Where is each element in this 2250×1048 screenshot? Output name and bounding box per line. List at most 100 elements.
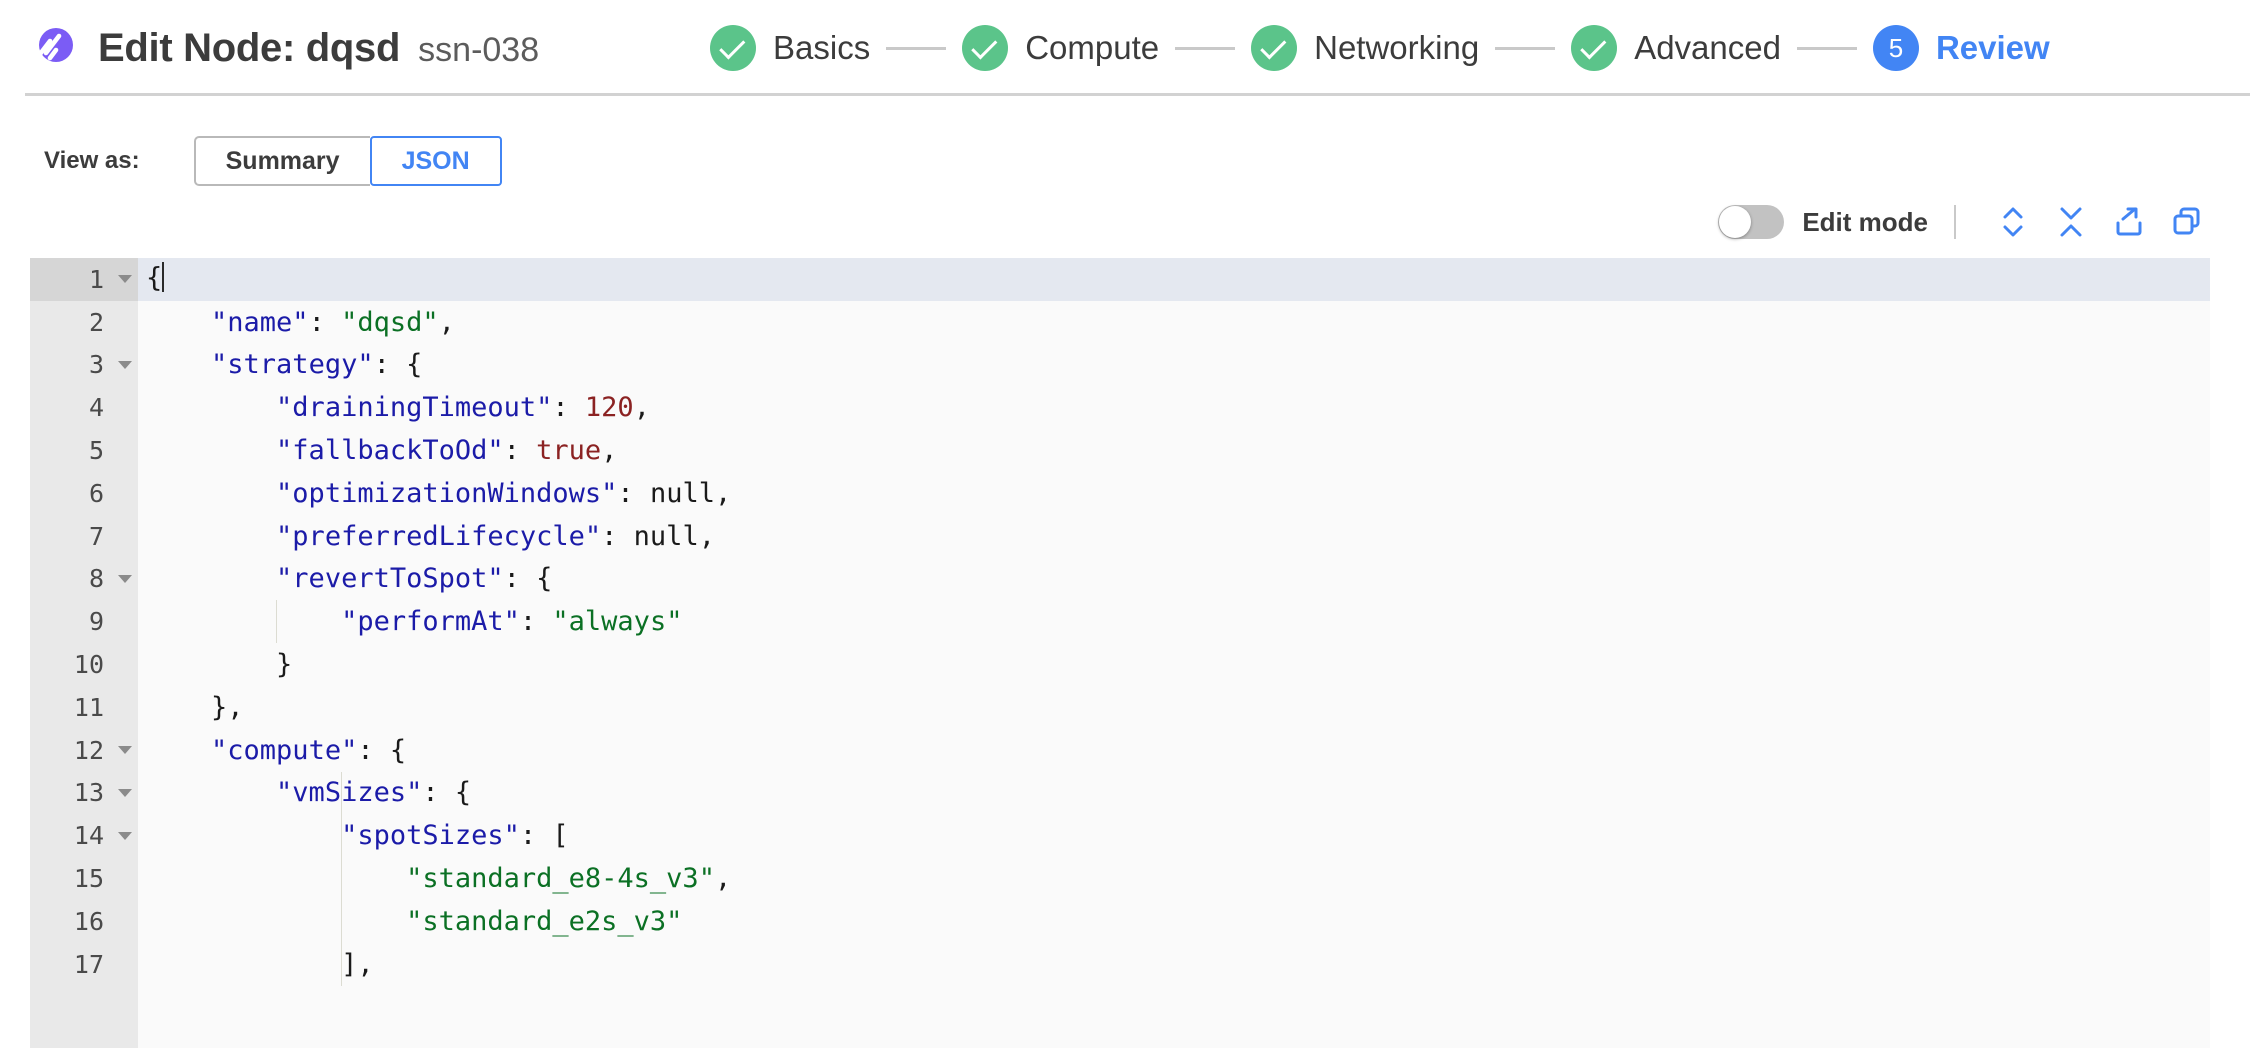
editor-line-number: 14 — [30, 814, 138, 857]
fold-toggle-icon[interactable] — [112, 360, 138, 369]
line-number-text: 15 — [73, 864, 104, 894]
editor-code-line[interactable]: "strategy": { — [138, 344, 2210, 387]
step-compute-circle — [962, 25, 1009, 71]
editor-code-line[interactable]: "compute": { — [138, 729, 2210, 772]
json-token-key: "fallbackToOd" — [276, 435, 504, 467]
step-connector — [1175, 46, 1236, 50]
json-token-punc: , — [438, 306, 455, 338]
editor-code-line[interactable]: "spotSizes": [ — [138, 814, 2210, 857]
json-token-punc: : — [519, 606, 553, 638]
json-token-num: 120 — [584, 392, 634, 424]
editor-code-line[interactable]: "preferredLifecycle": null, — [138, 515, 2210, 558]
editor-code-text: "standard_e8-4s_v3", — [146, 865, 731, 892]
fold-toggle-icon[interactable] — [112, 574, 138, 583]
check-icon — [1260, 32, 1287, 59]
editor-code-text: "standard_e2s_v3" — [146, 908, 682, 935]
step-compute[interactable]: Compute — [962, 25, 1159, 71]
editor-line-number: 12 — [30, 729, 138, 772]
editor-code-text: "performAt": "always" — [146, 608, 682, 635]
fold-toggle-icon[interactable] — [112, 275, 138, 284]
json-token-key: "strategy" — [211, 349, 374, 381]
editor-code-line[interactable]: "name": "dqsd", — [138, 301, 2210, 344]
editor-code-line[interactable]: }, — [138, 686, 2210, 729]
text-cursor — [162, 262, 165, 293]
step-review[interactable]: 5 Review — [1872, 25, 2050, 71]
chevron-down-icon — [118, 275, 132, 284]
json-token-punc: : { — [357, 734, 407, 766]
collapse-all-icon[interactable] — [2044, 199, 2098, 245]
editor-code-line[interactable]: "revertToSpot": { — [138, 558, 2210, 601]
editor-code-line[interactable]: ], — [138, 943, 2210, 986]
fold-toggle-icon[interactable] — [112, 746, 138, 755]
editor-code-text: "vmSizes": { — [146, 779, 471, 806]
line-number-text: 6 — [88, 478, 104, 508]
step-connector — [886, 46, 947, 50]
check-icon — [719, 32, 746, 59]
editor-line-number: 3 — [30, 344, 138, 387]
fold-toggle-icon[interactable] — [112, 788, 138, 797]
line-number-text: 13 — [73, 778, 104, 808]
line-number-text: 16 — [73, 906, 104, 936]
step-compute-label: Compute — [1025, 29, 1160, 66]
json-token-punc: : { — [373, 349, 423, 381]
wizard-stepper: Basics Compute Networking Advanced — [700, 0, 2050, 96]
editor-code-text: "fallbackToOd": true, — [146, 437, 617, 464]
editor-code-text: "preferredLifecycle": null, — [146, 523, 715, 550]
editor-code-text: { — [146, 262, 165, 294]
node-session-id: ssn-038 — [418, 30, 540, 69]
view-as-row: View as: Summary JSON — [0, 96, 2250, 186]
step-review-circle: 5 — [1872, 25, 1919, 71]
editor-line-number: 5 — [30, 429, 138, 472]
editor-code-line[interactable]: "fallbackToOd": true, — [138, 429, 2210, 472]
view-as-summary-button[interactable]: Summary — [193, 136, 370, 186]
editor-code-line[interactable]: { — [138, 258, 2210, 301]
line-number-text: 12 — [73, 735, 104, 765]
json-token-key: "optimizationWindows" — [276, 477, 618, 509]
step-review-number: 5 — [1888, 33, 1904, 63]
copy-icon[interactable] — [2160, 199, 2214, 245]
json-token-key: "compute" — [211, 734, 358, 766]
json-token-key: "performAt" — [341, 606, 520, 638]
editor-code-line[interactable]: "performAt": "always" — [138, 600, 2210, 643]
editor-code-line[interactable]: "vmSizes": { — [138, 772, 2210, 815]
editor-code-line[interactable]: } — [138, 643, 2210, 686]
indent-guide — [276, 600, 277, 644]
json-token-punc: , — [633, 392, 650, 424]
step-basics[interactable]: Basics — [710, 25, 870, 71]
json-token-punc: : — [503, 435, 537, 467]
json-token-punc: : [ — [519, 820, 569, 852]
line-number-text: 5 — [88, 436, 104, 466]
page-title-text: Edit Node: dqsd — [98, 25, 401, 70]
editor-code-area[interactable]: { "name": "dqsd", "strategy": { "drainin… — [138, 258, 2210, 1048]
view-as-segmented-control[interactable]: Summary JSON — [193, 136, 502, 186]
editor-line-number: 6 — [30, 472, 138, 515]
step-advanced-circle — [1571, 25, 1618, 71]
line-number-text: 3 — [88, 350, 104, 380]
step-advanced[interactable]: Advanced — [1571, 25, 1781, 71]
editor-code-line[interactable]: "standard_e8-4s_v3", — [138, 857, 2210, 900]
step-networking[interactable]: Networking — [1251, 25, 1479, 71]
editor-code-line[interactable]: "optimizationWindows": null, — [138, 472, 2210, 515]
expand-all-icon[interactable] — [1986, 199, 2040, 245]
editor-code-line[interactable]: "drainingTimeout": 120, — [138, 386, 2210, 429]
step-connector — [1495, 46, 1556, 50]
json-token-key: "revertToSpot" — [276, 563, 504, 595]
json-token-null: null — [649, 477, 715, 509]
view-as-json-button[interactable]: JSON — [369, 136, 502, 186]
check-icon — [1580, 32, 1607, 59]
editor-toolbar: Edit mode — [0, 186, 2250, 258]
json-token-str: "standard_e2s_v3" — [406, 905, 683, 937]
editor-code-text: "drainingTimeout": 120, — [146, 394, 650, 421]
editor-code-text: "spotSizes": [ — [146, 822, 569, 849]
fold-toggle-icon[interactable] — [112, 831, 138, 840]
export-icon[interactable] — [2102, 199, 2156, 245]
toolbar-divider — [1954, 205, 1956, 239]
chevron-down-icon — [118, 788, 132, 797]
editor-code-line[interactable]: "standard_e2s_v3" — [138, 900, 2210, 943]
editor-line-number: 4 — [30, 386, 138, 429]
edit-mode-toggle[interactable] — [1718, 205, 1785, 239]
json-token-key: "drainingTimeout" — [276, 392, 553, 424]
json-token-null: null — [633, 520, 699, 552]
